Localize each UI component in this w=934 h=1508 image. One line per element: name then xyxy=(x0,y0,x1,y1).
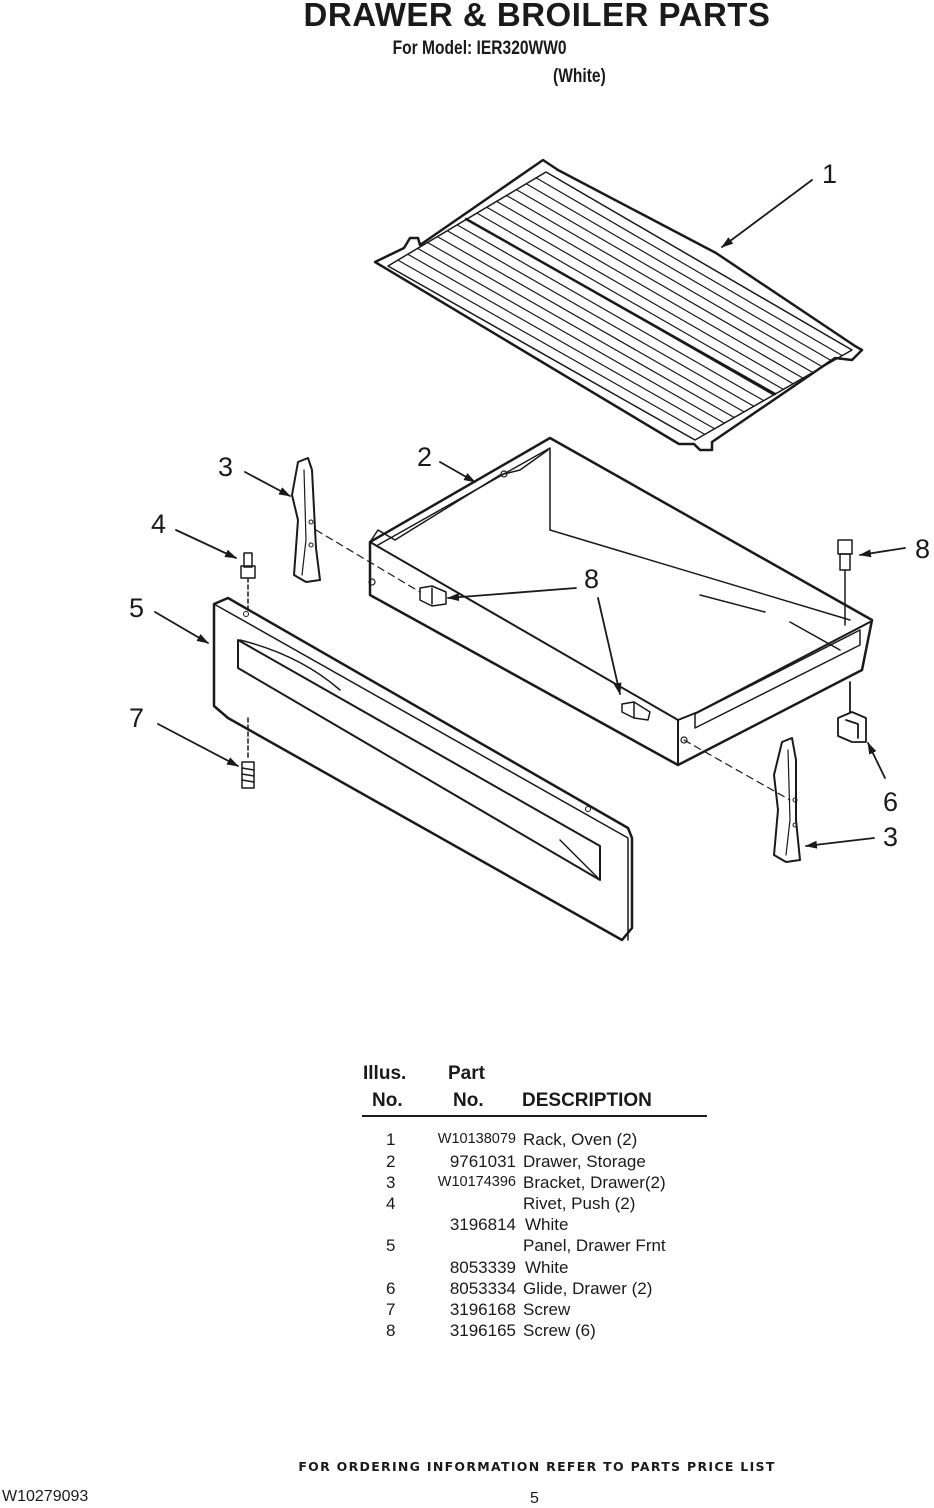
part-description: Rivet, Push (2) xyxy=(523,1194,636,1213)
part-number: 3196165 xyxy=(449,1321,516,1340)
page-number: 5 xyxy=(530,1490,539,1507)
rack-wire xyxy=(505,194,814,374)
illus-number: 2 xyxy=(386,1152,396,1171)
illus-number: 5 xyxy=(386,1236,396,1255)
callout-4: 4 xyxy=(151,509,166,539)
callout-3-right: 3 xyxy=(883,822,898,852)
illus-number: 1 xyxy=(386,1130,396,1149)
rack-wire xyxy=(407,253,716,430)
page-title: DRAWER & BROILER PARTS xyxy=(303,0,771,33)
drawer-bracket-right xyxy=(773,737,801,863)
part-number: 8053339 xyxy=(449,1258,516,1277)
drawer-front-panel xyxy=(212,596,634,942)
part-description: Screw xyxy=(523,1300,571,1319)
model-line: For Model: IER320WW0 xyxy=(392,38,567,59)
drawer-screw-left xyxy=(419,585,447,607)
storage-drawer xyxy=(368,436,874,767)
rack-wire xyxy=(476,212,784,390)
header-rule xyxy=(362,1115,707,1117)
part-description: Drawer, Storage xyxy=(523,1152,646,1171)
callout-2: 2 xyxy=(417,442,432,472)
part-number: 3196814 xyxy=(449,1215,516,1234)
illus-number: 7 xyxy=(386,1300,396,1319)
rack-wire xyxy=(456,224,765,402)
header-description: DESCRIPTION xyxy=(522,1090,652,1111)
rack-wire xyxy=(525,183,833,362)
rack-wire xyxy=(486,206,794,385)
panel-screw xyxy=(241,717,255,789)
header-part: Part xyxy=(448,1063,485,1084)
leader-arrows xyxy=(154,179,906,849)
callout-8-right: 8 xyxy=(915,534,930,564)
rack-wire xyxy=(417,247,726,424)
callout-3-left: 3 xyxy=(218,452,233,482)
ordering-note: FOR ORDERING INFORMATION REFER TO PARTS … xyxy=(298,1459,776,1474)
header-illus-no: No. xyxy=(372,1090,403,1111)
part-description: White xyxy=(525,1258,569,1277)
callout-6: 6 xyxy=(883,787,898,817)
oven-rack xyxy=(373,158,864,452)
rack-wire xyxy=(397,259,706,435)
part-number: W10138079 xyxy=(437,1131,516,1147)
rack-wire xyxy=(436,236,745,413)
part-description: Panel, Drawer Frnt xyxy=(523,1236,666,1255)
illus-number: 8 xyxy=(386,1321,396,1340)
part-description: Rack, Oven (2) xyxy=(523,1130,638,1149)
part-number: W10174396 xyxy=(437,1174,516,1190)
drawer-screw-center xyxy=(621,701,651,721)
part-number: 8053334 xyxy=(449,1279,516,1298)
drawer-bracket-left xyxy=(291,457,321,583)
callout-5: 5 xyxy=(129,593,144,623)
illus-number: 3 xyxy=(386,1173,396,1192)
rack-wire xyxy=(426,241,735,419)
callout-numbers: 1 2 3 4 5 7 8 8 6 3 xyxy=(129,159,930,852)
rack-wire xyxy=(515,189,824,368)
part-description: Bracket, Drawer(2) xyxy=(523,1173,666,1192)
header-part-no: No. xyxy=(453,1090,484,1111)
callout-8-center: 8 xyxy=(584,564,599,594)
drawer-screw-right xyxy=(837,539,853,626)
illus-number: 6 xyxy=(386,1279,396,1298)
rack-wire xyxy=(496,200,804,379)
document-number: W10279093 xyxy=(2,1488,89,1505)
part-description: Glide, Drawer (2) xyxy=(523,1279,653,1298)
parts-table-header: Illus. No. Part No. DESCRIPTION xyxy=(360,1063,710,1115)
callout-1: 1 xyxy=(822,159,837,189)
part-description: White xyxy=(525,1215,569,1234)
push-rivet xyxy=(240,552,256,611)
alignment-lines xyxy=(315,529,791,801)
exploded-parts-diagram: 1 2 3 4 5 7 8 8 6 3 xyxy=(129,158,930,942)
illus-number: 4 xyxy=(386,1194,396,1213)
part-description: Screw (6) xyxy=(523,1321,596,1340)
header-illus: Illus. xyxy=(363,1063,407,1084)
color-line: (White) xyxy=(553,66,606,87)
callout-7: 7 xyxy=(129,703,144,733)
rack-wire xyxy=(446,230,755,407)
part-number: 3196168 xyxy=(449,1300,516,1319)
rack-wire xyxy=(535,177,843,357)
drawer-glide xyxy=(837,681,867,743)
part-number: 9761031 xyxy=(449,1152,516,1171)
